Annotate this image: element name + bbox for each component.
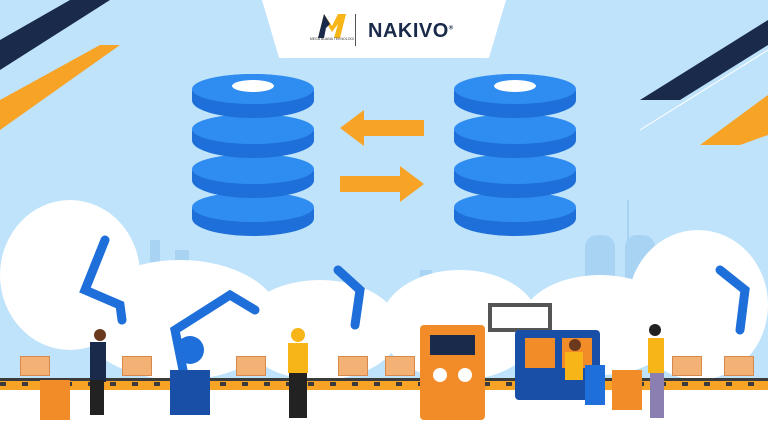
logo-tab (262, 0, 506, 58)
cloud (240, 280, 400, 380)
nakivo-logo: NAKIVO® (368, 20, 454, 43)
logo-divider (355, 14, 356, 46)
database-left (192, 72, 314, 247)
robot-arms (40, 235, 750, 420)
registered-mark: ® (448, 25, 454, 32)
mega-buana-text: MEGA BUANA TEKNOLOGI (309, 37, 355, 41)
conveyor-rollers (0, 382, 768, 386)
database-right (454, 72, 576, 247)
box (385, 356, 415, 376)
nakivo-text: NAKIVO (368, 20, 449, 42)
box (338, 356, 368, 376)
box (122, 356, 152, 376)
box (20, 356, 50, 376)
box (672, 356, 702, 376)
box (724, 356, 754, 376)
box (236, 356, 266, 376)
arrow-left (340, 110, 424, 146)
mega-buana-logo (318, 14, 346, 38)
arrow-right (340, 166, 424, 202)
